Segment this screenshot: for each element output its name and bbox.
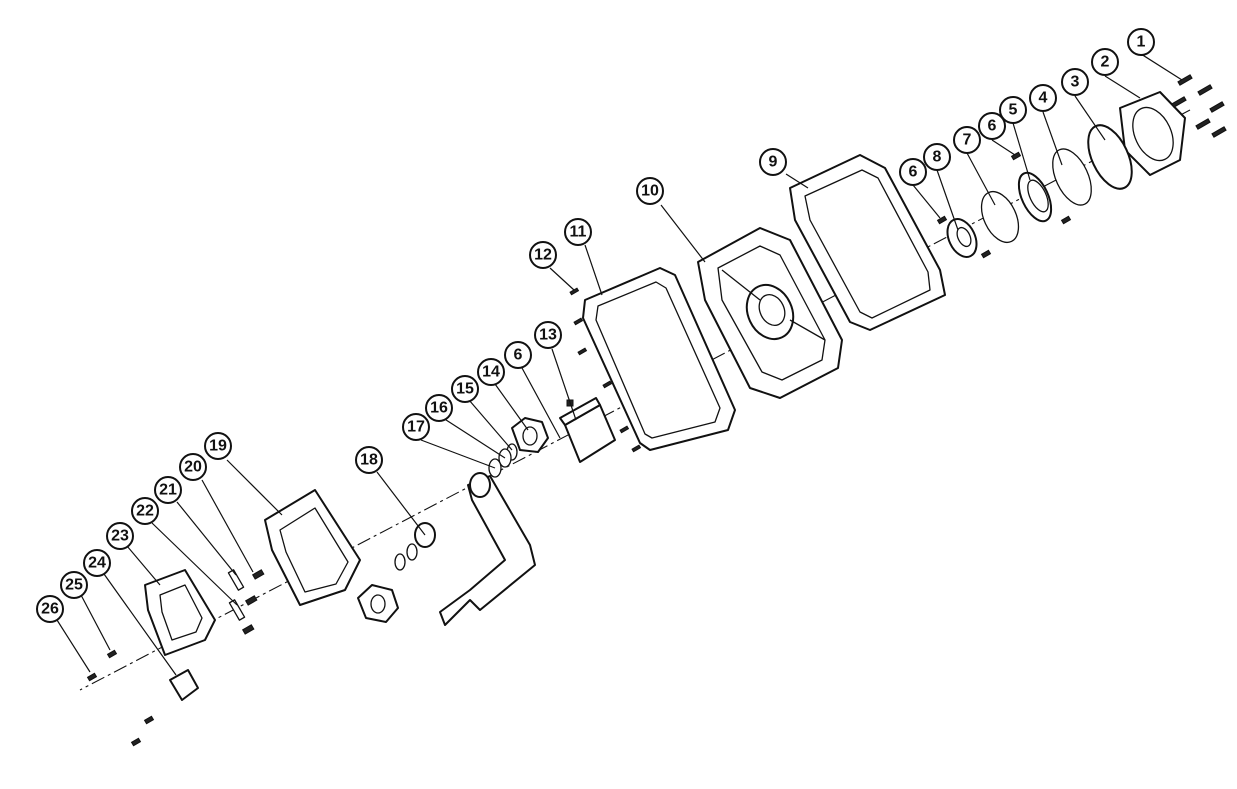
svg-text:24: 24: [88, 555, 106, 572]
svg-text:18: 18: [360, 452, 378, 469]
part-driver-box: [559, 397, 616, 463]
callout-4: 4: [1029, 84, 1057, 112]
svg-text:11: 11: [570, 224, 587, 241]
callout-25: 25: [60, 571, 88, 599]
part-flange: [946, 218, 978, 258]
callout-23: 23: [106, 522, 134, 550]
svg-text:16: 16: [430, 400, 448, 417]
part-screws-12: [569, 287, 642, 453]
part-battery-adapter: [144, 569, 216, 656]
part-lower-washer-b: [406, 543, 418, 561]
part-screws-25-26: [86, 649, 155, 747]
svg-text:19: 19: [209, 438, 227, 455]
callout-14: 14: [477, 358, 505, 386]
part-gasket: [582, 267, 736, 451]
svg-text:7: 7: [963, 132, 972, 149]
part-pin-22: [228, 599, 246, 621]
callout-17: 17: [402, 413, 430, 441]
svg-text:26: 26: [41, 601, 59, 618]
part-lens-frame: [789, 154, 946, 331]
svg-text:22: 22: [136, 503, 154, 520]
part-front-housing: [264, 489, 361, 606]
callout-26: 26: [36, 595, 64, 623]
callout-12: 12: [529, 241, 557, 269]
callout-21: 21: [154, 476, 182, 504]
callout-13: 13: [534, 321, 562, 349]
callout-9: 9: [759, 148, 787, 176]
callout-5: 5: [999, 96, 1027, 124]
callout-24: 24: [83, 549, 111, 577]
part-ring-7: [980, 190, 1020, 244]
svg-text:12: 12: [534, 247, 552, 264]
callout-8: 8: [923, 143, 951, 171]
svg-text:21: 21: [159, 482, 177, 499]
svg-text:20: 20: [184, 459, 202, 476]
svg-text:2: 2: [1101, 54, 1110, 71]
part-pin-21: [227, 569, 245, 591]
callout-6: 6: [978, 112, 1006, 140]
svg-text:9: 9: [769, 154, 778, 171]
part-lower-knob: [357, 584, 399, 623]
leader-lines: [56, 53, 1183, 676]
callout-18: 18: [355, 446, 383, 474]
svg-text:14: 14: [482, 364, 500, 381]
callout-19: 19: [204, 432, 232, 460]
callout-16: 16: [425, 394, 453, 422]
svg-text:13: 13: [539, 327, 557, 344]
svg-text:10: 10: [641, 183, 659, 200]
callout-11: 11: [564, 218, 592, 246]
svg-text:3: 3: [1071, 74, 1080, 91]
callout-1: 1: [1127, 28, 1155, 56]
svg-text:1: 1: [1137, 34, 1146, 51]
part-rear-housing: [697, 227, 843, 399]
svg-text:4: 4: [1039, 90, 1048, 107]
part-handle-bracket: [414, 472, 536, 626]
svg-text:6: 6: [988, 118, 997, 135]
svg-text:17: 17: [407, 419, 425, 436]
callout-20: 20: [179, 453, 207, 481]
part-screws-1: [1171, 74, 1227, 138]
part-hex-nut: [1119, 91, 1186, 176]
callout-6c: 6: [504, 341, 532, 369]
callout-22: 22: [131, 497, 159, 525]
svg-text:8: 8: [933, 149, 942, 166]
part-knob-14: [511, 417, 549, 453]
part-bearing-ring: [1017, 171, 1053, 223]
part-switch: [169, 669, 199, 701]
svg-text:25: 25: [65, 577, 83, 594]
callout-10: 10: [636, 177, 664, 205]
svg-text:15: 15: [456, 381, 474, 398]
callout-15: 15: [451, 375, 479, 403]
part-screws-20: [241, 569, 265, 635]
svg-text:6: 6: [514, 347, 523, 364]
svg-text:23: 23: [111, 528, 129, 545]
part-ring-4: [1052, 148, 1092, 206]
callout-7: 7: [953, 126, 981, 154]
svg-text:6: 6: [909, 164, 918, 181]
callout-3: 3: [1061, 68, 1089, 96]
svg-text:5: 5: [1009, 102, 1018, 119]
callout-6b: 6: [899, 158, 927, 186]
callout-2: 2: [1091, 48, 1119, 76]
part-lower-washer-a: [394, 553, 406, 571]
